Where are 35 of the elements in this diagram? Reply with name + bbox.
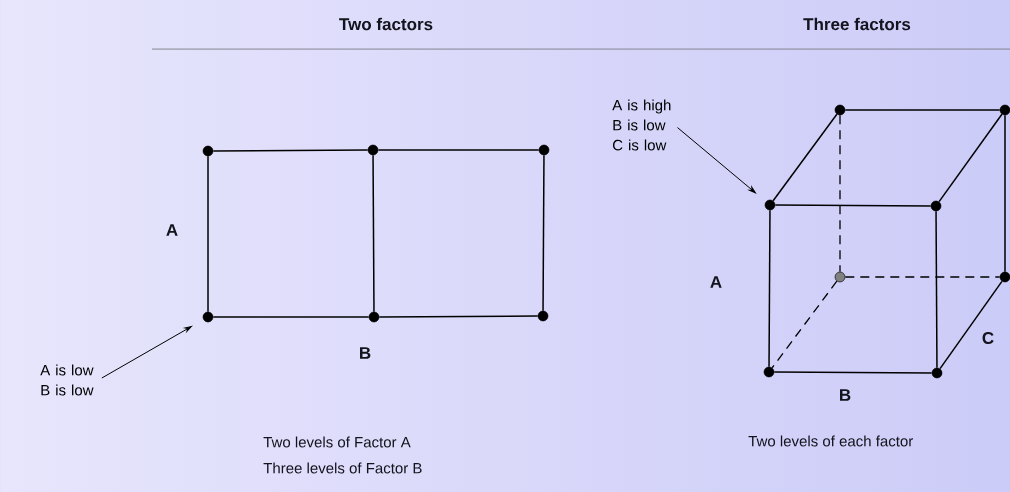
cube-edge <box>773 371 933 374</box>
cube-edge <box>772 113 838 202</box>
cube-edge <box>542 154 545 312</box>
axis-letter: A <box>166 224 178 236</box>
cube-edge <box>768 209 771 368</box>
axis-letter: B <box>840 389 851 401</box>
cube-edge <box>207 155 209 313</box>
leader-arrow <box>101 326 192 379</box>
cube-edge <box>377 149 540 151</box>
column-heading: Three factors <box>803 17 911 31</box>
cube-edge <box>372 154 375 313</box>
note-text: Three levels of Factor B <box>263 462 422 474</box>
cube-edge <box>212 149 369 152</box>
cube-edge <box>844 109 1001 111</box>
axis-letter: C <box>982 331 994 344</box>
dashed-edge <box>771 280 838 369</box>
leader-arrow <box>676 127 756 194</box>
corner-dot <box>999 271 1010 283</box>
note-text: Two levels of Factor A <box>263 436 411 448</box>
axis-letter: B <box>360 347 371 359</box>
column-heading: Two factors <box>339 17 433 31</box>
cube-edge <box>212 316 370 318</box>
cube-edge <box>378 315 539 318</box>
dashed-edge <box>839 114 841 273</box>
cube-edge <box>938 113 1003 203</box>
corner-dot <box>999 104 1010 116</box>
cube-edge <box>935 210 938 369</box>
note-text: Two levels of each factor <box>748 435 913 447</box>
cube-edge <box>774 204 932 207</box>
cube-edge <box>939 280 1003 370</box>
annotation-text: A is low B is low <box>40 364 94 396</box>
axis-letter: A <box>710 276 722 288</box>
annotation-text: A is high B is low C is low <box>612 99 671 151</box>
cube-edge <box>1004 114 1006 273</box>
dashed-edge <box>844 276 1001 278</box>
